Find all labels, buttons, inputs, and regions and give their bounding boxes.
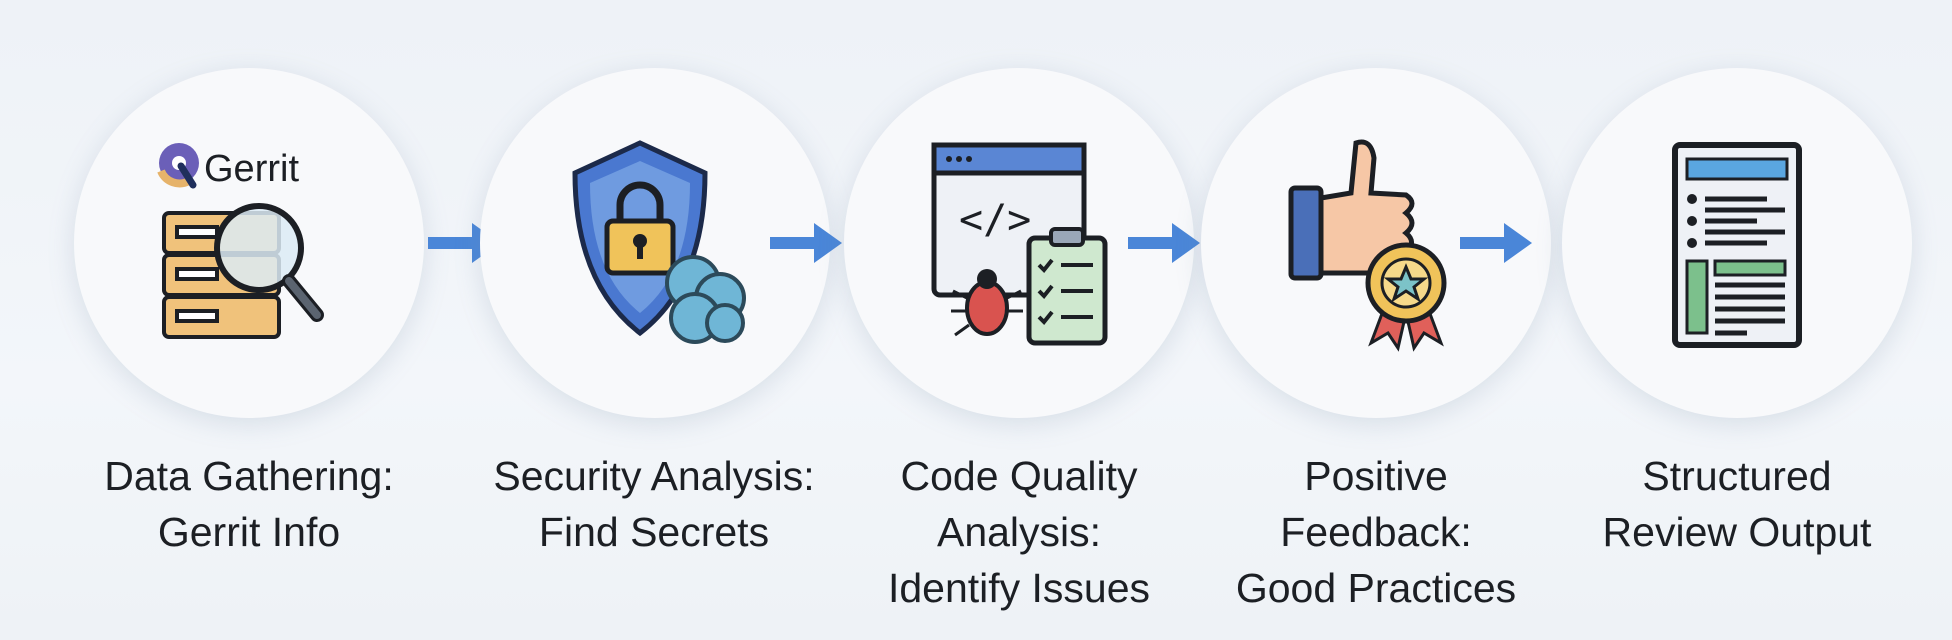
structured-document-icon — [1672, 142, 1802, 348]
label-line: Security Analysis: — [493, 453, 815, 499]
label-line: Positive — [1304, 453, 1448, 499]
step-2-label: Security Analysis: Find Secrets — [474, 448, 834, 560]
step-4-label: Positive Feedback: Good Practices — [1196, 448, 1556, 616]
label-line: Structured — [1642, 453, 1832, 499]
thumbs-up-award-icon — [1288, 139, 1447, 352]
gerrit-data-search-icon: Gerrit — [157, 143, 324, 339]
step-4-circle — [1201, 68, 1551, 418]
svg-text:</>: </> — [959, 197, 1031, 243]
label-line: Identify Issues — [887, 565, 1151, 611]
step-2-circle — [480, 68, 830, 418]
label-line: Good Practices — [1235, 565, 1517, 611]
label-line: Data Gathering: — [104, 453, 394, 499]
step-3-label: Code Quality Analysis: Identify Issues — [839, 448, 1199, 616]
shield-lock-brain-icon — [572, 140, 746, 344]
arrow-4-icon — [1460, 223, 1532, 263]
arrow-3-icon — [1128, 223, 1200, 263]
step-1-circle: Gerrit — [74, 68, 424, 418]
label-line: Feedback: — [1280, 509, 1472, 555]
label-line: Code Quality — [900, 453, 1138, 499]
step-5-circle — [1562, 68, 1912, 418]
code-bug-checklist-icon: </> — [931, 142, 1108, 346]
gerrit-logo-text: Gerrit — [204, 148, 299, 190]
label-line: Analysis: — [936, 509, 1102, 555]
label-line: Find Secrets — [538, 509, 770, 555]
arrow-2-icon — [770, 223, 842, 263]
label-line: Gerrit Info — [157, 509, 341, 555]
label-line: Review Output — [1602, 509, 1872, 555]
step-1-label: Data Gathering: Gerrit Info — [69, 448, 429, 560]
step-5-label: Structured Review Output — [1557, 448, 1917, 560]
